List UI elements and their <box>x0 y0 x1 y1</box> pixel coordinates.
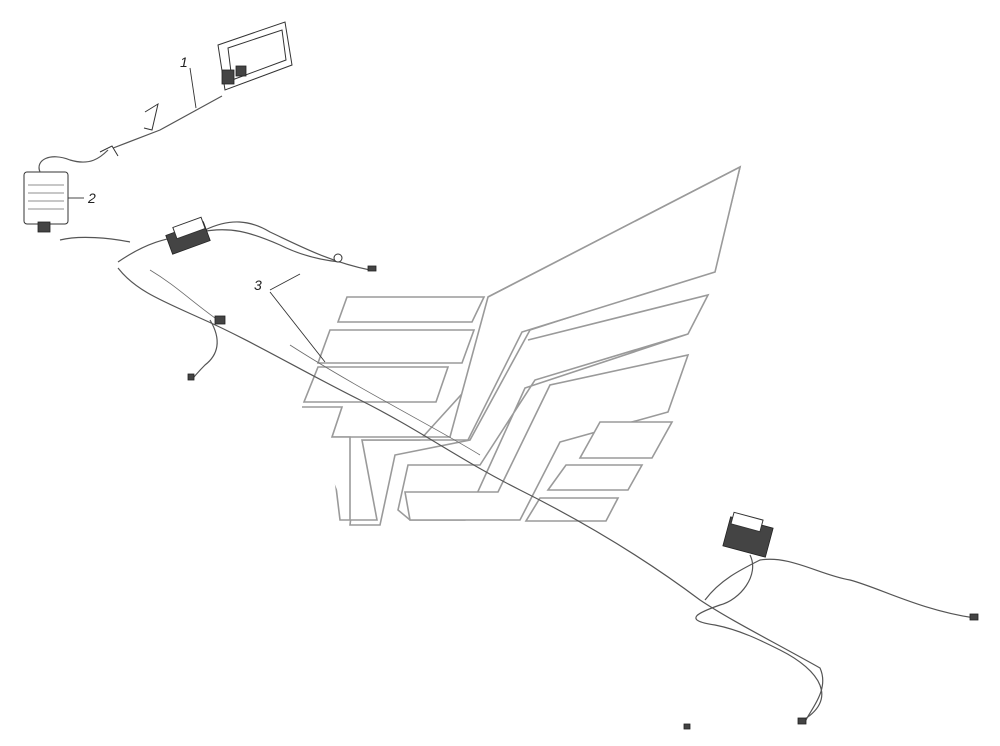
logo-bar-4 <box>578 421 674 459</box>
harness-main-trunk <box>117 229 341 263</box>
rear-plug-left <box>683 723 691 730</box>
connector-plug-right <box>333 253 343 263</box>
part-cab-panel <box>99 21 293 157</box>
harness-branch-rear <box>704 558 976 619</box>
logo-bar-2 <box>316 329 476 364</box>
logo-bar-1 <box>336 296 486 323</box>
rear-connector-housing <box>730 511 764 533</box>
cab-panel-connector-2 <box>235 65 247 77</box>
harness-cab-segment <box>107 95 223 151</box>
cab-panel-bracket <box>143 102 159 131</box>
harness-branch-rear-2 <box>695 554 823 723</box>
cab-panel-connector <box>221 69 235 85</box>
harness-branch-left <box>117 267 824 723</box>
connector-plug-mid <box>214 315 226 325</box>
leader-1 <box>189 67 197 109</box>
logo-bar-5 <box>546 464 644 491</box>
leader-3a <box>269 273 301 291</box>
connector-block-housing <box>172 216 206 240</box>
watermark-logo <box>302 165 742 526</box>
leader-lines <box>68 67 326 363</box>
harness-branch-right-top <box>204 221 371 271</box>
rear-plug-right <box>969 613 979 621</box>
harness-branch-down <box>192 319 218 379</box>
logo-bar-3 <box>302 366 450 403</box>
control-unit-body <box>23 171 69 225</box>
part-rear-connector <box>683 511 979 730</box>
leader-3b <box>269 291 326 363</box>
control-unit-connector <box>37 221 51 233</box>
callout-3: 3 <box>254 277 262 293</box>
rear-plug-bottom <box>797 717 807 725</box>
harness-loop-left <box>59 236 131 243</box>
logo-bar-6 <box>524 497 620 522</box>
logo-wing-top <box>329 165 742 521</box>
cab-panel-clip <box>99 145 119 157</box>
control-unit-cable <box>38 149 109 173</box>
callout-labels: 1 2 3 <box>87 54 262 293</box>
wiring-harness <box>59 95 976 723</box>
connector-plug-end <box>367 265 377 272</box>
callout-1: 1 <box>180 54 188 70</box>
logo-stem <box>302 406 351 520</box>
connector-plug-down <box>187 373 195 381</box>
part-connector-block <box>165 216 377 381</box>
harness-detail-lines <box>149 269 481 456</box>
callout-2: 2 <box>87 190 96 206</box>
